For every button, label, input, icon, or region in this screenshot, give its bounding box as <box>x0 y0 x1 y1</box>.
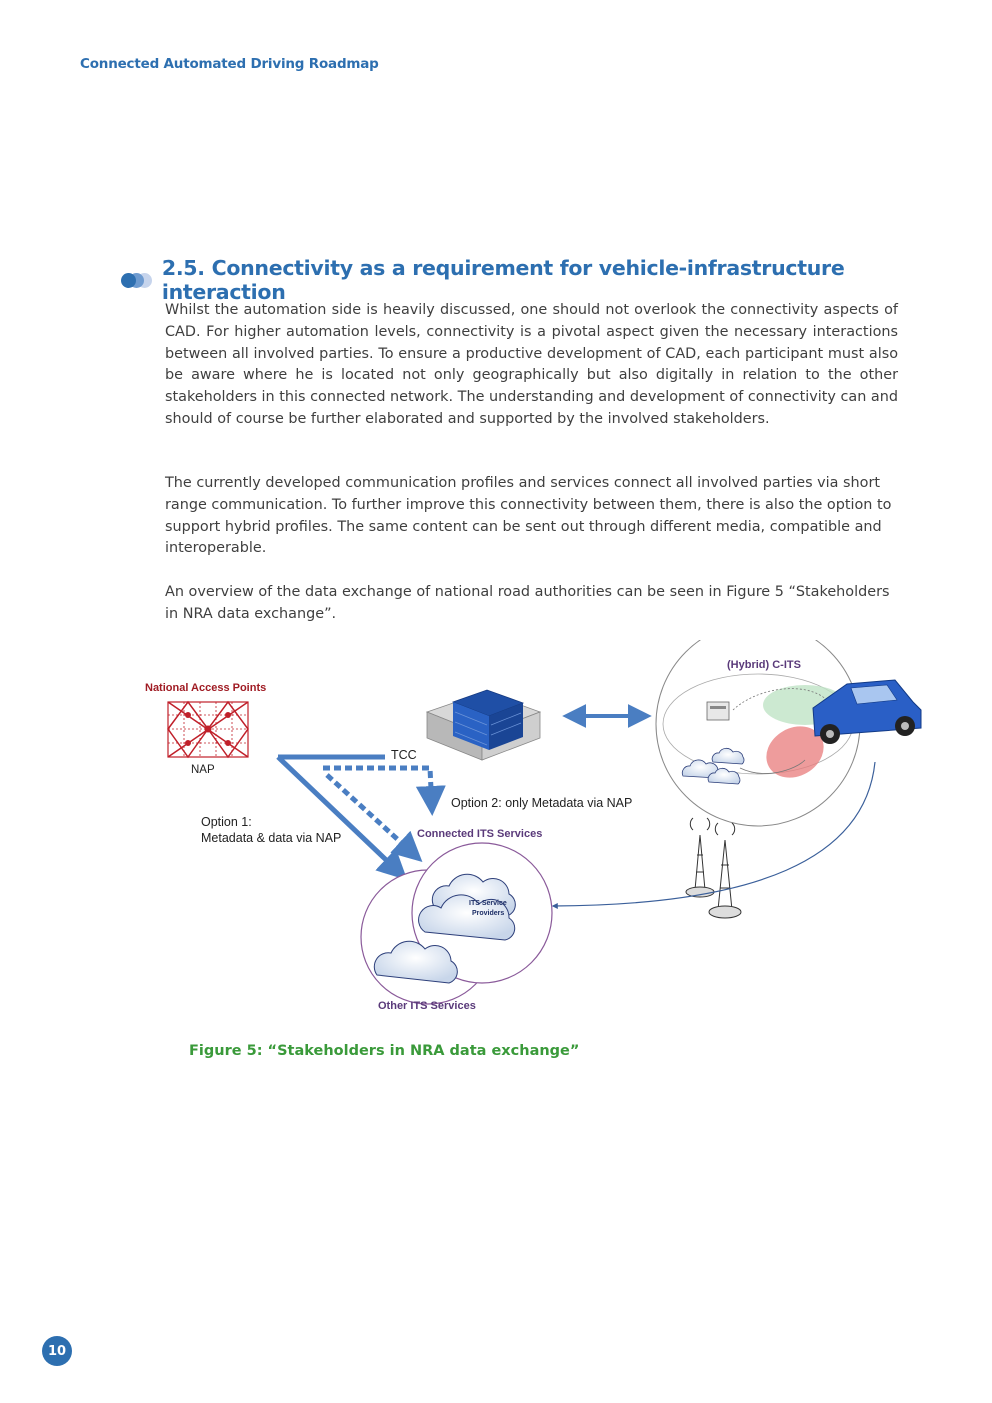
figure-stakeholders-diagram: National Access Points NAP TCC Option 1:… <box>135 640 935 1030</box>
other-its-label: Other ITS Services <box>378 1000 476 1012</box>
figure-caption: Figure 5: “Stakeholders in NRA data exch… <box>189 1043 580 1059</box>
section-title: 2.5. Connectivity as a requirement for v… <box>161 256 845 304</box>
section-heading: 2.5. Connectivity as a requirement for v… <box>121 256 911 304</box>
page-number: 10 <box>42 1336 72 1366</box>
running-header: Connected Automated Driving Roadmap <box>80 56 379 72</box>
car-icon <box>812 679 922 744</box>
paragraph-3: An overview of the data exchange of nati… <box>165 584 890 622</box>
section-2-5: 2.5. Connectivity as a requirement for v… <box>121 256 911 304</box>
diagram-graphics <box>167 640 922 1005</box>
cloud-icon <box>373 873 516 984</box>
server-icon <box>706 701 730 721</box>
option-2-label: Option 2: only Metadata via NAP <box>451 796 633 810</box>
hybrid-cits-label: (Hybrid) C-ITS <box>727 659 801 671</box>
option-1-line-2: Metadata & data via NAP <box>201 831 342 845</box>
its-providers-line-1: ITS Service <box>469 900 507 907</box>
connected-its-label: Connected ITS Services <box>417 828 543 840</box>
tcc-label: TCC <box>391 748 417 762</box>
heading-bullets-icon <box>121 272 158 288</box>
tcc-building-icon <box>425 689 542 761</box>
nap-grid-icon <box>167 700 249 759</box>
nap-title: National Access Points <box>145 682 267 694</box>
nap-label: NAP <box>191 764 215 776</box>
paragraph-2: The currently developed communication pr… <box>165 475 892 557</box>
its-providers-line-2: Providers <box>472 910 505 917</box>
option-1-line-1: Option 1: <box>201 815 252 829</box>
antenna-tower-icon <box>685 817 742 919</box>
paragraph-1: Whilst the automation side is heavily di… <box>165 302 898 427</box>
